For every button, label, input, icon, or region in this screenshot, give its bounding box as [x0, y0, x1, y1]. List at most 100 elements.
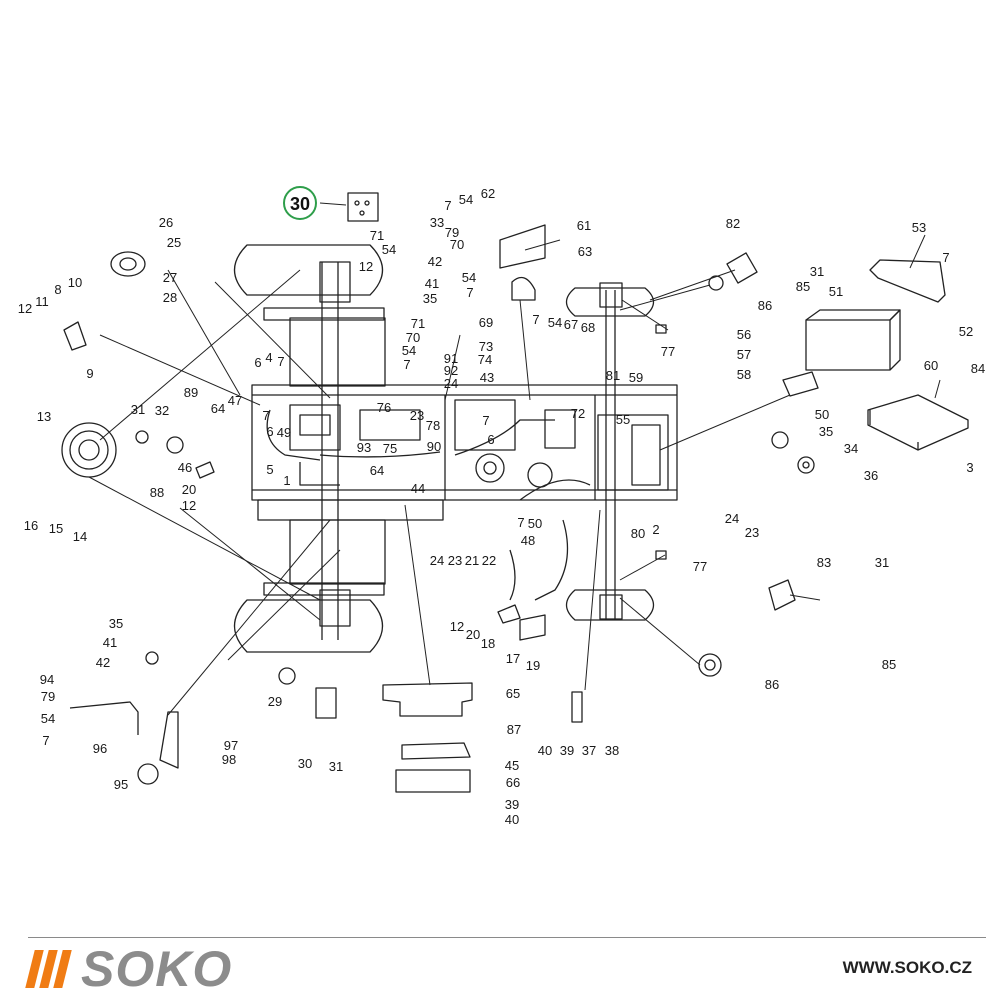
- callout-32: 32: [155, 403, 169, 418]
- callout-26: 26: [159, 215, 173, 230]
- callout-24: 24: [444, 376, 458, 391]
- frame-components: [266, 399, 669, 501]
- callout-labels: 26 25 27 28 10 12 11 8 9 13 16 15 14 31 …: [18, 186, 985, 827]
- callout-50: 50: [815, 407, 829, 422]
- callout-62: 62: [481, 186, 495, 201]
- callout-71: 71: [370, 228, 384, 243]
- callout-11: 11: [35, 294, 49, 309]
- callout-5: 5: [266, 462, 273, 477]
- top-parts: [347, 192, 969, 474]
- callout-60: 60: [924, 358, 938, 373]
- callout-91: 91: [444, 351, 458, 366]
- callout-20: 20: [182, 482, 196, 497]
- callout-23-b: 23: [745, 525, 759, 540]
- highlight-ring: [283, 186, 317, 220]
- callout-88: 88: [150, 485, 164, 500]
- callout-77-b: 77: [693, 559, 707, 574]
- callout-66: 66: [506, 775, 520, 790]
- callout-31-b: 31: [810, 264, 824, 279]
- callout-93: 93: [357, 440, 371, 455]
- callout-31-d: 31: [329, 759, 343, 774]
- callout-70-b: 70: [406, 330, 420, 345]
- callout-20-b: 20: [466, 627, 480, 642]
- callout-31: 31: [131, 402, 145, 417]
- callout-69: 69: [479, 315, 493, 330]
- callout-8: 8: [54, 282, 61, 297]
- callout-61: 61: [577, 218, 591, 233]
- callout-67: 67: [564, 317, 578, 332]
- callout-54-d: 54: [402, 343, 416, 358]
- callout-54-f: 54: [41, 711, 55, 726]
- brand-logo: SOKO: [25, 941, 233, 997]
- callout-45: 45: [505, 758, 519, 773]
- callout-54-c: 54: [462, 270, 476, 285]
- callout-21: 21: [465, 553, 479, 568]
- front-axle: [599, 282, 623, 620]
- callout-25: 25: [167, 235, 181, 250]
- callout-54-b: 54: [459, 192, 473, 207]
- callout-90: 90: [427, 439, 441, 454]
- bottom-parts: [69, 324, 796, 793]
- callout-94: 94: [40, 672, 54, 687]
- callout-96: 96: [93, 741, 107, 756]
- website-url[interactable]: WWW.SOKO.CZ: [842, 958, 972, 977]
- callout-89: 89: [184, 385, 198, 400]
- callout-58: 58: [737, 367, 751, 382]
- callout-6-c: 6: [487, 432, 494, 447]
- callout-44: 44: [411, 481, 425, 496]
- callout-30: 30: [298, 756, 312, 771]
- callout-42-b: 42: [96, 655, 110, 670]
- callout-40-b: 40: [538, 743, 552, 758]
- callout-14: 14: [73, 529, 87, 544]
- callout-41-b: 41: [103, 635, 117, 650]
- callout-52: 52: [959, 324, 973, 339]
- leader-lines: [88, 202, 941, 716]
- callout-6-b: 6: [266, 424, 273, 439]
- callout-7-c: 7: [444, 198, 451, 213]
- callout-10: 10: [68, 275, 82, 290]
- callout-77: 77: [661, 344, 675, 359]
- exploded-parts-diagram: 30 26 25 27 28 10 12 11 8 9 13 16 15 14 …: [18, 186, 985, 827]
- front-wheel-top: [565, 287, 655, 317]
- callout-51: 51: [829, 284, 843, 299]
- callout-41: 41: [425, 276, 439, 291]
- callout-36: 36: [864, 468, 878, 483]
- brand-bars-icon: [25, 950, 72, 988]
- footer-divider: [28, 937, 986, 938]
- callout-84: 84: [971, 361, 985, 376]
- callout-29: 29: [268, 694, 282, 709]
- callout-7-f: 7: [482, 413, 489, 428]
- highlight-label: 30: [290, 194, 310, 214]
- callout-85: 85: [796, 279, 810, 294]
- callout-79-b: 79: [41, 689, 55, 704]
- callout-80: 80: [631, 526, 645, 541]
- callout-72: 72: [571, 406, 585, 421]
- callout-68: 68: [581, 320, 595, 335]
- callout-85-b: 85: [882, 657, 896, 672]
- left-parts: [61, 251, 215, 479]
- callout-33: 33: [430, 215, 444, 230]
- callout-95: 95: [114, 777, 128, 792]
- callout-39: 39: [505, 797, 519, 812]
- rear-wheel-top: [233, 244, 384, 296]
- callout-17: 17: [506, 651, 520, 666]
- callout-70: 70: [450, 237, 464, 252]
- callout-82: 82: [726, 216, 740, 231]
- callout-59: 59: [629, 370, 643, 385]
- callout-49: 49: [277, 425, 291, 440]
- callout-78: 78: [426, 418, 440, 433]
- callout-35: 35: [423, 291, 437, 306]
- callout-37: 37: [582, 743, 596, 758]
- callout-50-b: 50: [528, 516, 542, 531]
- callout-92: 92: [444, 363, 458, 378]
- callout-76: 76: [377, 400, 391, 415]
- callout-42: 42: [428, 254, 442, 269]
- brand-name: SOKO: [81, 941, 233, 997]
- callout-12-d: 12: [450, 619, 464, 634]
- rear-wheel-bottom: [234, 599, 383, 653]
- callout-54: 54: [382, 242, 396, 257]
- callout-40: 40: [505, 812, 519, 827]
- callout-97: 97: [224, 738, 238, 753]
- callout-7: 7: [277, 354, 284, 369]
- callout-23: 23: [410, 408, 424, 423]
